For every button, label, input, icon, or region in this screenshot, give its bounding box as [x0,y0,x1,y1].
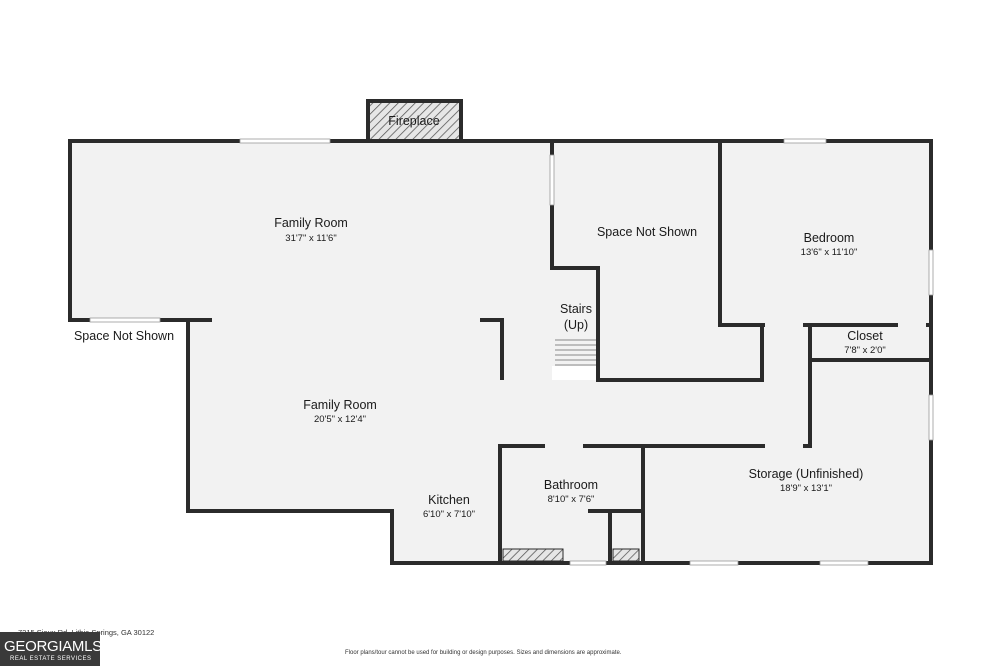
disclaimer-text: Floor plans/tour cannot be used for buil… [345,650,622,656]
closet-label: Closet [847,329,883,343]
bathroom-label: Bathroom [544,478,598,492]
storage-floor [643,360,931,563]
bedroom-dim: 13'6" x 11'10" [801,247,858,258]
bathroom-floor [500,446,643,563]
stairs-floor [552,268,598,366]
bedroom-label: Bedroom [804,231,855,245]
stairs-sub-label: (Up) [564,318,588,332]
bedroom-floor [720,141,931,325]
georgia-mls-logo: GEORGIAMLS REAL ESTATE SERVICES [0,632,102,666]
bathroom-dim: 8'10" x 7'6" [548,494,595,505]
space-not-shown-left-label: Space Not Shown [74,329,174,343]
windows [89,138,934,566]
storage-label: Storage (Unfinished) [749,467,864,481]
space-not-shown-top-label: Space Not Shown [597,225,697,239]
storage-dim: 18'9" x 13'1" [780,483,832,494]
kitchen-dim: 6'10" x 7'10" [423,509,475,520]
family-room-floor [70,141,810,563]
floor-areas [70,101,931,563]
bathroom-fixture-left [502,548,564,562]
family-room-upper-label: Family Room [274,216,348,230]
kitchen-label: Kitchen [428,493,470,507]
closet-dim: 7'8" x 2'0" [844,345,886,356]
bathroom-fixture-right [612,548,640,562]
fireplace-label: Fireplace [388,114,439,128]
closet-floor [810,325,931,360]
logo-sub-text: REAL ESTATE SERVICES [10,656,92,662]
stairs-label: Stairs [560,302,592,316]
logo-main-text: GEORGIAMLS [4,638,102,655]
family-room-upper-dim: 31'7" x 11'6" [285,233,336,244]
space-not-shown-floor [552,141,762,380]
fireplace-floor [368,101,461,141]
family-room-lower-label: Family Room [303,398,377,412]
stair-treads [555,339,598,366]
family-room-lower-dim: 20'5" x 12'4" [314,414,366,425]
walls [68,99,933,565]
